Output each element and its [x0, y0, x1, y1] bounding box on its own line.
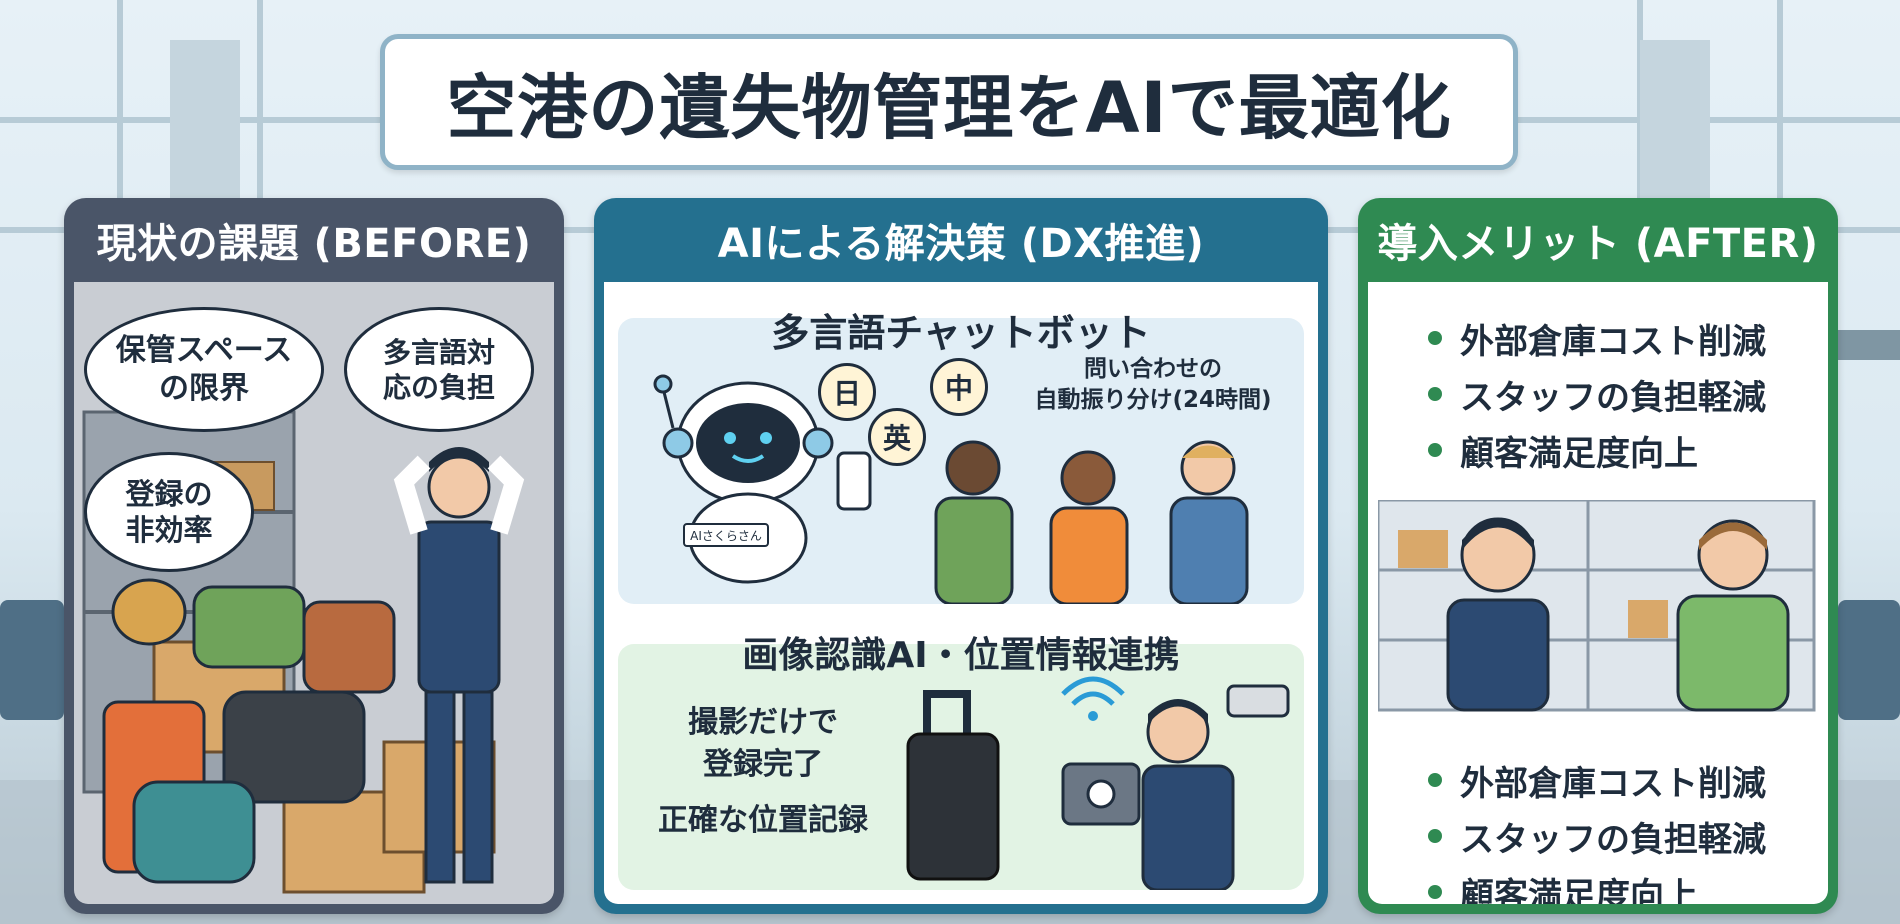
benefit-item: 顧客満足度向上 — [1428, 422, 1766, 478]
image-recognition-title: 画像認識AI・位置情報連携 — [742, 635, 1180, 676]
robot-and-travelers-illustration — [653, 374, 1249, 604]
after-body: 外部倉庫コスト削減 スタッフの負担軽減 顧客満足度向上 外部倉庫コスト削減 スタ… — [1368, 282, 1828, 904]
bullet-dot-icon — [1428, 331, 1442, 345]
before-body: 保管スペースの限界 多言語対応の負担 登録の非効率 — [74, 282, 554, 904]
bullet-dot-icon — [1428, 885, 1442, 899]
lang-bubble-zh: 中 — [930, 358, 988, 416]
robot-name-badge: AIさくらさん — [683, 523, 769, 547]
bullet-dot-icon — [1428, 829, 1442, 843]
bubble-registration-inefficiency: 登録の非効率 — [84, 452, 254, 572]
bubble-storage-limit: 保管スペースの限界 — [84, 307, 324, 432]
bullet-dot-icon — [1428, 773, 1442, 787]
lang-bubble-en: 英 — [868, 408, 926, 466]
benefit-item: 顧客満足度向上 — [1428, 864, 1766, 904]
benefit-item: 外部倉庫コスト削減 — [1428, 310, 1766, 366]
benefits-list-bottom: 外部倉庫コスト削減 スタッフの負担軽減 顧客満足度向上 — [1428, 752, 1766, 904]
benefits-list-top: 外部倉庫コスト削減 スタッフの負担軽減 顧客満足度向上 — [1428, 310, 1766, 478]
bullet-dot-icon — [1428, 387, 1442, 401]
lang-bubble-ja: 日 — [818, 363, 876, 421]
bullet-dot-icon — [1428, 443, 1442, 457]
page-title: 空港の遺失物管理をAIで最適化 — [446, 66, 1452, 149]
suitcase-scan-illustration — [906, 676, 1290, 890]
benefit-item: スタッフの負担軽減 — [1428, 366, 1766, 422]
after-panel: 導入メリット (AFTER) 外部倉庫コスト削減 スタッフの負担軽減 顧客満足度… — [1358, 198, 1838, 914]
title-box: 空港の遺失物管理をAIで最適化 — [380, 34, 1518, 170]
bubble-multilingual-burden: 多言語対応の負担 — [344, 307, 534, 432]
chatbot-card: 多言語チャットボット — [618, 311, 1304, 604]
happy-staff-and-customer-illustration — [1378, 500, 1816, 712]
image-recognition-card: 画像認識AI・位置情報連携 撮影だけで 登録完了 正確な位置記録 — [618, 635, 1304, 890]
after-header: 導入メリット (AFTER) — [1377, 221, 1819, 267]
before-panel: 現状の課題 (BEFORE) — [64, 198, 564, 914]
image-recognition-text: 撮影だけで 登録完了 正確な位置記録 — [658, 705, 868, 838]
benefit-item: 外部倉庫コスト削減 — [1428, 752, 1766, 808]
chatbot-title: 多言語チャットボット — [771, 311, 1151, 355]
benefit-item: スタッフの負担軽減 — [1428, 808, 1766, 864]
before-header: 現状の課題 (BEFORE) — [96, 221, 532, 267]
ai-solution-panel: AIによる解決策 (DX推進) 多言語チャットボット — [594, 198, 1328, 914]
ai-body: 多言語チャットボット — [604, 282, 1318, 904]
chatbot-caption: 問い合わせの 自動振り分け(24時間) — [1034, 356, 1272, 414]
ai-header: AIによる解決策 (DX推進) — [717, 221, 1205, 267]
